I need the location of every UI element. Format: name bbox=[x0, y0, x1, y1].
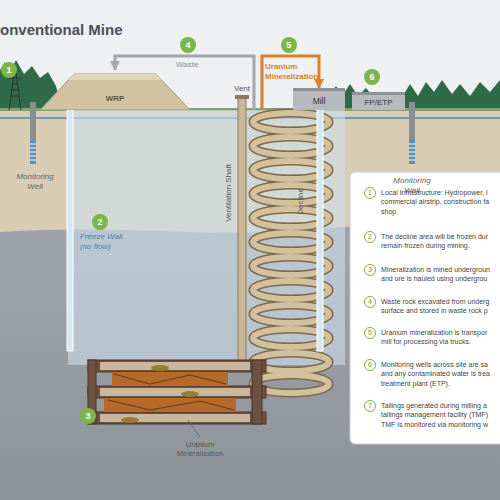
edge-label: Uranium Mineralization bbox=[265, 62, 325, 81]
note-text: Uranium mineralization is transpor mill … bbox=[381, 328, 499, 347]
node-text: Ventilation Shaft bbox=[224, 164, 233, 222]
callout-number: 5 bbox=[281, 37, 297, 53]
note-text: Monitoring wells across site are sa and … bbox=[381, 360, 499, 388]
callout-number: 1 bbox=[364, 187, 376, 199]
node-text: FP/ETP bbox=[352, 98, 405, 107]
callout-number: 5 bbox=[364, 327, 376, 339]
pile-shape bbox=[40, 74, 190, 110]
edge-label: Waste bbox=[176, 60, 216, 69]
ventilation-shaft: VentVentilation Shaft bbox=[222, 84, 262, 359]
part-label: Uranium Mineralization bbox=[168, 440, 232, 458]
note-text: Tailings generated during milling a tail… bbox=[381, 401, 499, 429]
diagram-title: onventional Mine bbox=[0, 21, 123, 38]
callout-number: 1 bbox=[1, 62, 17, 78]
decline-ramp: Decline bbox=[252, 110, 330, 390]
node-text: Vent bbox=[222, 84, 262, 93]
waste-rock-pile: WRP bbox=[40, 70, 190, 110]
callout-number: 7 bbox=[364, 400, 376, 412]
pile-top bbox=[68, 74, 162, 80]
callout-number: 2 bbox=[364, 231, 376, 243]
callout-number: 3 bbox=[364, 264, 376, 276]
note-text: Waste rock excavated from underg surface… bbox=[381, 297, 499, 316]
callout-number: 4 bbox=[180, 37, 196, 53]
note-text: Mineralization is mined undergroun and o… bbox=[381, 265, 499, 284]
note-text: Local Infrastructure: Hydropower, l comm… bbox=[381, 188, 499, 216]
callout-number: 2 bbox=[92, 214, 108, 230]
pile-outline bbox=[40, 70, 190, 110]
callout-number: 3 bbox=[80, 408, 96, 424]
node-text: Mill bbox=[293, 96, 345, 106]
callout-number: 6 bbox=[364, 359, 376, 371]
plant-building: FP/ETP bbox=[352, 92, 405, 110]
note-text: The decline area will be frozen dur rema… bbox=[381, 232, 499, 251]
node-text: Freeze Wall (no flow) bbox=[80, 232, 132, 252]
callout-number: 6 bbox=[364, 69, 380, 85]
part-label: Monitoring Well bbox=[10, 172, 60, 192]
callout-number: 4 bbox=[364, 296, 376, 308]
node-text: Decline bbox=[296, 188, 305, 215]
node-text: WRP bbox=[40, 94, 190, 103]
mill-building: Mill bbox=[293, 88, 345, 110]
